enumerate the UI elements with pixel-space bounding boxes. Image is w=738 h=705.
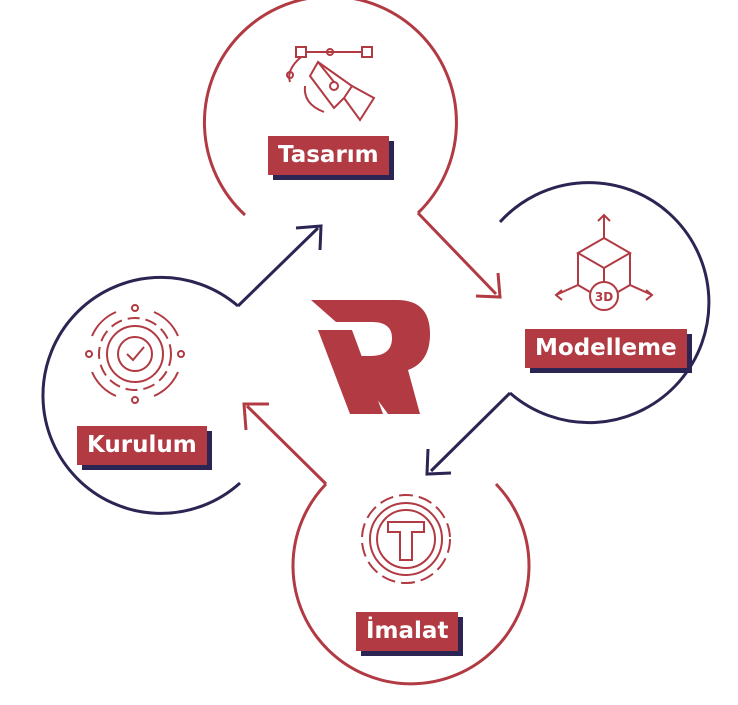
arrow-imalat-to-kurulum bbox=[245, 404, 328, 486]
r-logo bbox=[311, 300, 430, 414]
pen-tool-icon bbox=[286, 46, 376, 122]
cube-3d-icon: 3D bbox=[554, 213, 654, 311]
gear-check-icon bbox=[85, 304, 185, 404]
arrow-kurulum-to-tasarim bbox=[236, 226, 320, 308]
arrowhead-modelleme-to-imalat bbox=[425, 448, 452, 476]
arrowhead-tasarim-to-modelleme bbox=[475, 272, 502, 299]
arrowhead-imalat-to-kurulum bbox=[242, 402, 269, 431]
label-kurulum: Kurulum bbox=[77, 426, 207, 465]
arrow-modelleme-to-imalat bbox=[429, 391, 512, 473]
kurulum-ring bbox=[41, 275, 242, 515]
label-modelleme: Modelleme bbox=[525, 329, 687, 368]
cube-3d-icon-text: 3D bbox=[595, 290, 613, 304]
label-imalat: İmalat bbox=[356, 612, 459, 651]
arrowhead-kurulum-to-tasarim bbox=[295, 224, 323, 251]
hammer-gear-icon bbox=[361, 494, 451, 584]
tasarim-ring bbox=[202, 0, 458, 217]
arrow-tasarim-to-modelleme bbox=[416, 211, 498, 296]
imalat-ring bbox=[291, 482, 531, 686]
label-tasarim: Tasarım bbox=[268, 136, 389, 175]
modelleme-ring bbox=[498, 181, 711, 425]
